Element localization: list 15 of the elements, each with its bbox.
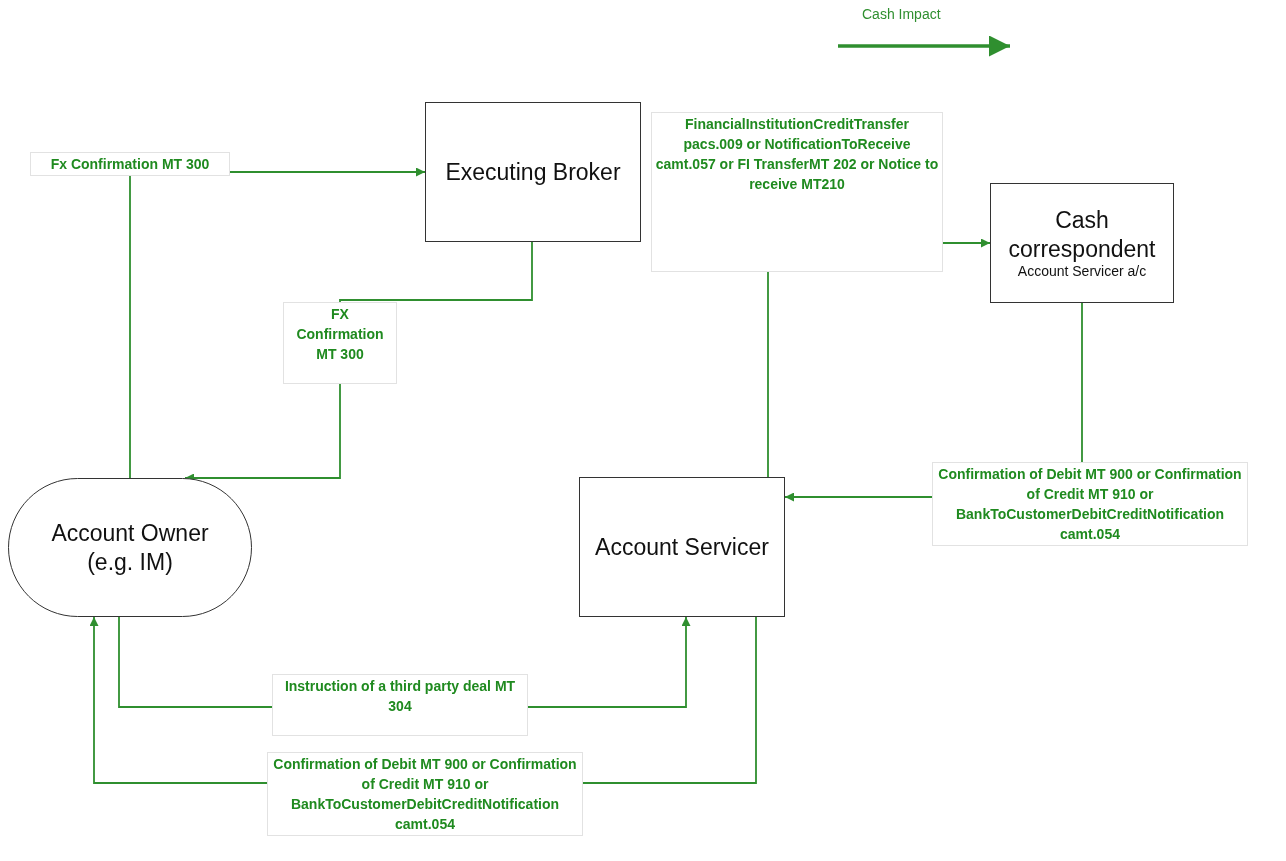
legend-label: Cash Impact bbox=[862, 6, 941, 22]
edge-label: FX Confirmation MT 300 bbox=[283, 302, 397, 384]
process-box bbox=[425, 102, 641, 242]
node-title: Account Servicer bbox=[594, 532, 770, 562]
node-subtitle: Account Servicer a/c bbox=[1017, 263, 1147, 281]
node-title: Account Owner (e.g. IM) bbox=[50, 518, 210, 577]
process-box bbox=[579, 477, 785, 617]
edge-label: Fx Confirmation MT 300 bbox=[30, 152, 230, 176]
process-box bbox=[990, 183, 1174, 303]
node-title: Executing Broker bbox=[444, 157, 622, 187]
edge-label: Confirmation of Debit MT 900 or Confirmation of Credit MT 910 or BankToCustomerDebitCreditNotification camt.054 bbox=[267, 752, 583, 836]
edge-label: Instruction of a third party deal MT 304 bbox=[272, 674, 528, 736]
edge-label: Confirmation of Debit MT 900 or Confirmation of Credit MT 910 or BankToCustomerDebitCreditNotification camt.054 bbox=[932, 462, 1248, 546]
edge-label: FinancialInstitutionCreditTransfer pacs.009 or NotificationToReceive camt.057 or FI TransferMT 202 or Notice to receive MT210 bbox=[651, 112, 943, 272]
node-title: Cash correspondent bbox=[1007, 205, 1157, 264]
